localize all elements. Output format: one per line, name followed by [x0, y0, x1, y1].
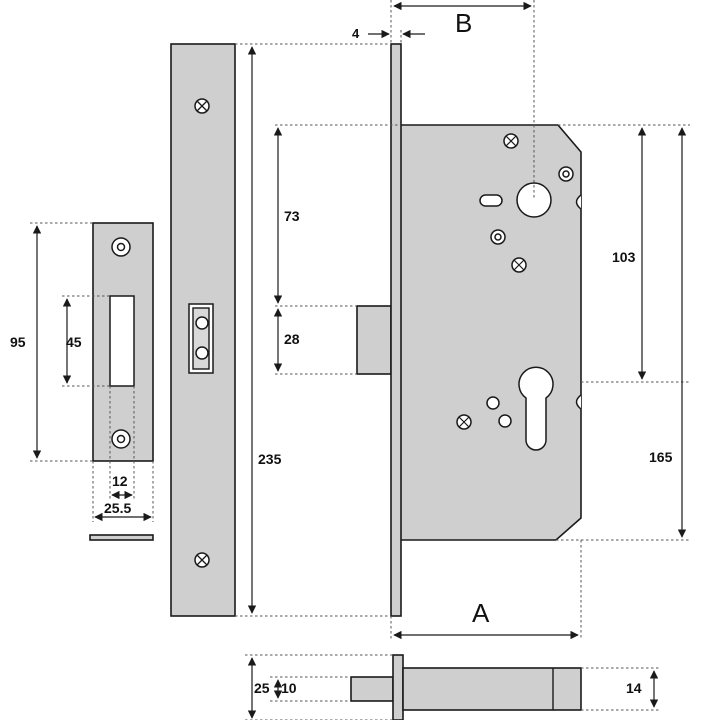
dim-bolt-width: 25: [254, 680, 270, 696]
dim-strike-slot-width: 12: [112, 473, 128, 489]
dim-case-height: 165: [649, 449, 673, 465]
lock-faceplate: [390, 43, 402, 617]
forend-plate: [170, 43, 236, 617]
bottom-dimensions: [245, 654, 660, 720]
case-screw: [456, 133, 574, 430]
bottom-view: [350, 654, 582, 720]
dim-case-depth: A: [472, 598, 490, 628]
latch-bolt: [356, 305, 392, 375]
dim-bolt-height: 10: [281, 680, 297, 696]
dim-strike-height: 95: [10, 334, 26, 350]
dim-strike-width: 25.5: [104, 500, 131, 516]
dim-faceplate-thickness: 4: [352, 26, 360, 41]
case-dimensions: [235, 0, 690, 640]
strike-latch-slot: [109, 295, 135, 387]
dim-spindle-to-cylinder: 28: [284, 331, 300, 347]
dim-top-to-cylinder: 103: [612, 249, 636, 265]
dim-case-thickness: 14: [626, 680, 642, 696]
strike-dimensions: [30, 222, 154, 522]
dim-backset: B: [455, 8, 472, 38]
strike-plate: [89, 222, 154, 541]
strike-plate-edge: [89, 534, 154, 541]
spindle-hole: [516, 182, 552, 218]
dim-strike-slot-height: 45: [66, 334, 82, 350]
dim-faceplate-height: 235: [258, 451, 282, 467]
dim-spindle-to-top: 73: [284, 208, 300, 224]
euro-cylinder-cutout: [518, 366, 554, 451]
lock-case: [356, 43, 582, 617]
